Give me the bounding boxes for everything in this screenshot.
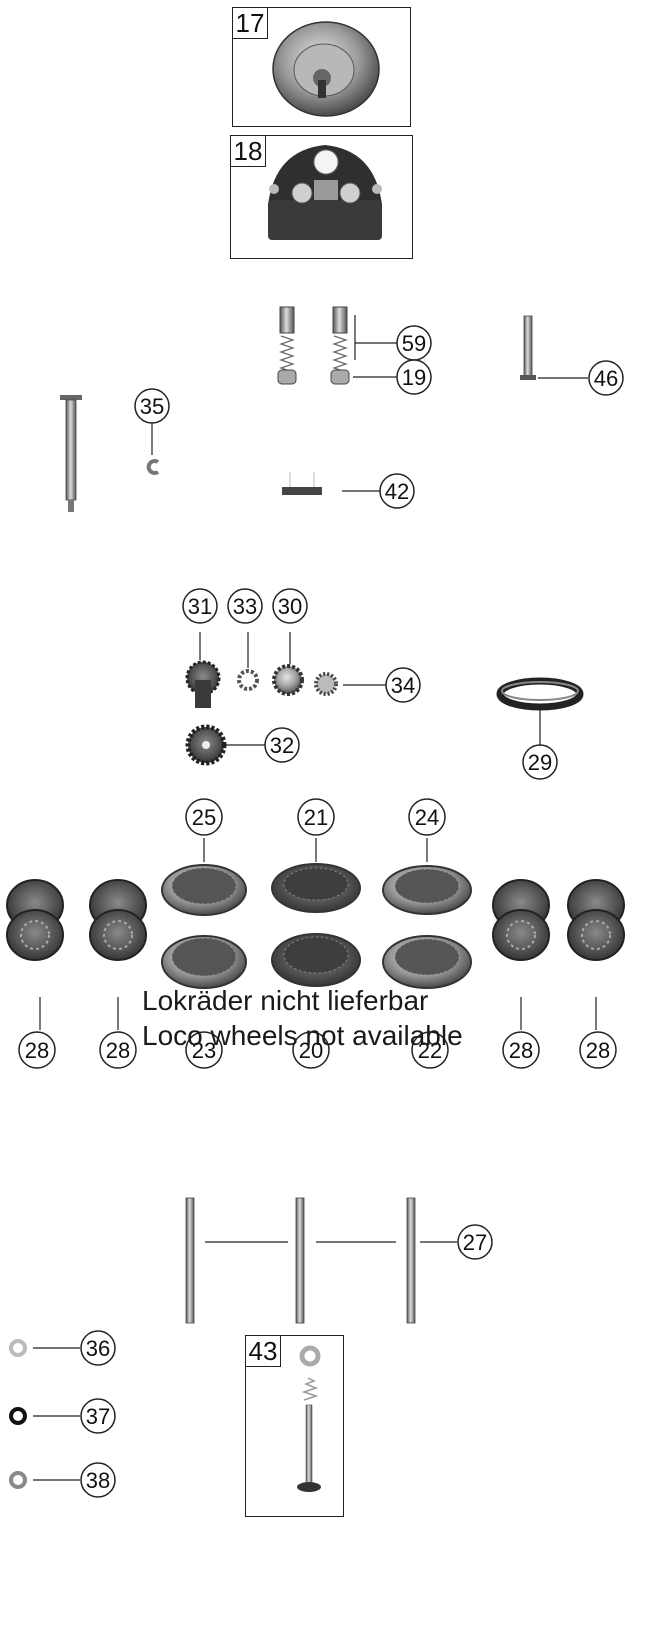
callout-31: 31 — [188, 594, 212, 619]
callout-37: 37 — [86, 1404, 110, 1429]
loco-wheels-illustration — [161, 863, 472, 989]
callout-32: 32 — [270, 733, 294, 758]
callout-35: 35 — [140, 394, 164, 419]
callout-27: 27 — [463, 1230, 487, 1255]
callout-36: 36 — [86, 1336, 110, 1361]
callout-28-b: 28 — [106, 1038, 130, 1063]
callout-circles — [18, 325, 624, 1498]
callout-59: 59 — [402, 331, 426, 356]
callout-19: 19 — [402, 365, 426, 390]
callout-28-a: 28 — [25, 1038, 49, 1063]
callout-46: 46 — [594, 366, 618, 391]
part-17-label: 17 — [232, 7, 268, 39]
callout-25: 25 — [192, 805, 216, 830]
callout-23: 23 — [192, 1038, 216, 1063]
part-42-illustration — [282, 472, 322, 495]
callout-28-c: 28 — [509, 1038, 533, 1063]
part-18-frame — [230, 135, 413, 259]
callout-labels: 59 19 46 35 42 31 33 30 34 32 29 25 21 2… — [25, 331, 618, 1493]
callout-34: 34 — [391, 673, 415, 698]
part-18-label: 18 — [230, 135, 266, 167]
screw-46-illustration — [520, 315, 536, 380]
callout-30: 30 — [278, 594, 302, 619]
callout-24: 24 — [415, 805, 439, 830]
e-clip-35-illustration — [146, 459, 160, 475]
callout-33: 33 — [233, 594, 257, 619]
part-43-illustration — [297, 1345, 321, 1492]
callout-22: 22 — [418, 1038, 442, 1063]
washers-illustration — [9, 1339, 27, 1489]
small-wheels-28-illustration — [6, 879, 625, 961]
callout-42: 42 — [385, 479, 409, 504]
traction-ring-29-illustration — [496, 677, 584, 711]
part-17-frame — [232, 7, 411, 127]
callout-28-d: 28 — [586, 1038, 610, 1063]
callout-38: 38 — [86, 1468, 110, 1493]
brush-springs-illustration — [277, 306, 350, 385]
callout-29: 29 — [528, 750, 552, 775]
shaft-illustration — [60, 395, 82, 512]
part-43-frame — [245, 1335, 344, 1517]
gears-illustration — [185, 660, 338, 766]
motor-armature-illustration — [272, 21, 380, 117]
leader-lines — [33, 315, 597, 1481]
brush-plate-illustration — [268, 145, 382, 240]
part-43-label: 43 — [245, 1335, 281, 1367]
axles-27-illustration — [185, 1197, 416, 1324]
callout-20: 20 — [299, 1038, 323, 1063]
notice-line-german: Lokräder nicht lieferbar — [142, 985, 429, 1016]
notice-line-english: Loco wheels not available — [142, 1020, 463, 1051]
callout-21: 21 — [304, 805, 328, 830]
